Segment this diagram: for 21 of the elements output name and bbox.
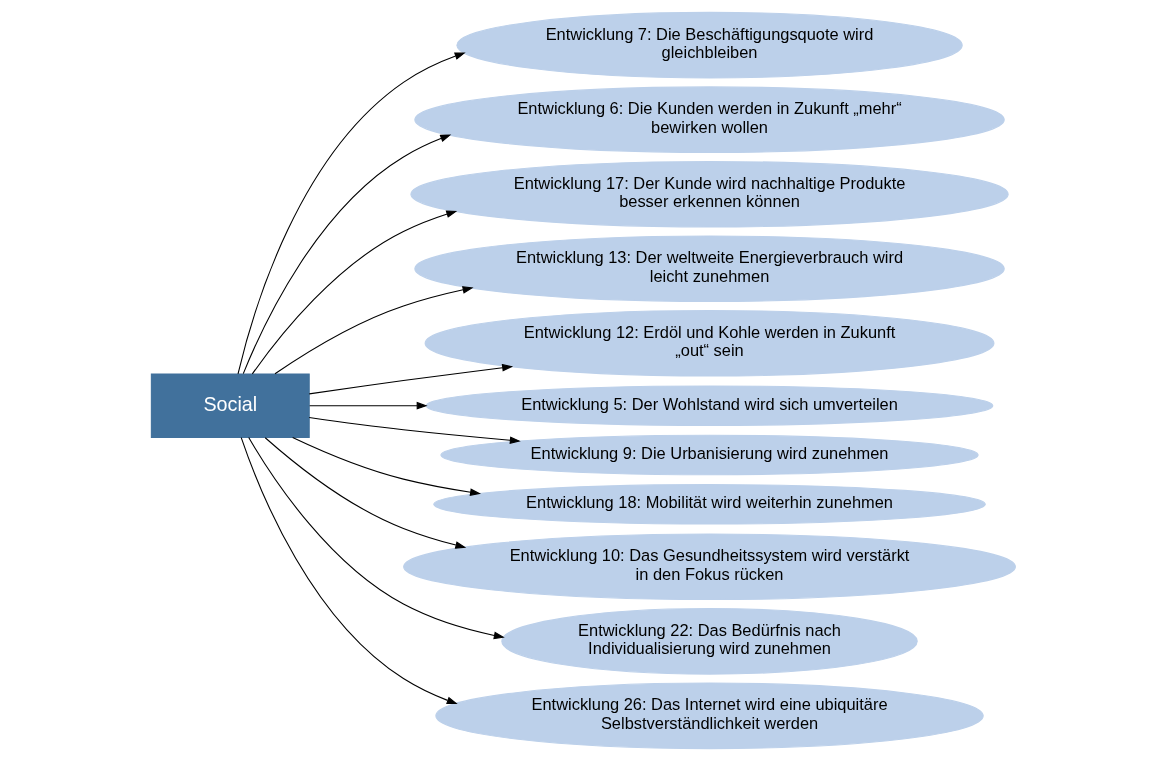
arrow	[240, 437, 458, 705]
node-ellipse: Entwicklung 6: Die Kunden werden in Zukunft „mehr“ bewirken wollen	[413, 86, 1005, 153]
node-ellipse: Entwicklung 26: Das Internet wird eine ubiquitäre Selbstverständlichkeit werden	[434, 682, 984, 750]
arrow	[236, 52, 466, 375]
arrow	[247, 437, 505, 640]
arrow	[308, 363, 513, 395]
arrow	[291, 437, 481, 496]
node-ellipse: Entwicklung 10: Das Gesundheitssystem wird verstärkt in den Fokus rücken	[402, 533, 1016, 601]
arrow	[273, 286, 474, 375]
node-ellipse: Entwicklung 5: Der Wohlstand wird sich umverteilen	[425, 385, 993, 426]
node-ellipse: Entwicklung 12: Erdöl und Kohle werden in Zukunft „out“ sein	[424, 309, 994, 377]
arrow	[264, 437, 466, 549]
node-ellipse: Entwicklung 18: Mobilität wird weiterhin zunehmen	[432, 484, 986, 525]
arrow	[308, 417, 521, 445]
arrow	[308, 401, 428, 410]
node-box: Social	[150, 373, 310, 439]
node-ellipse: Entwicklung 22: Das Bedürfnis nach Individualisierung wird zunehmen	[500, 608, 918, 675]
arrow	[251, 210, 457, 375]
node-ellipse: Entwicklung 17: Der Kunde wird nachhaltige Produkte besser erkennen können	[409, 160, 1009, 228]
node-ellipse: Entwicklung 13: Der weltweite Energieverbrauch wird leicht zunehmen	[413, 235, 1005, 303]
arrow	[242, 134, 451, 375]
